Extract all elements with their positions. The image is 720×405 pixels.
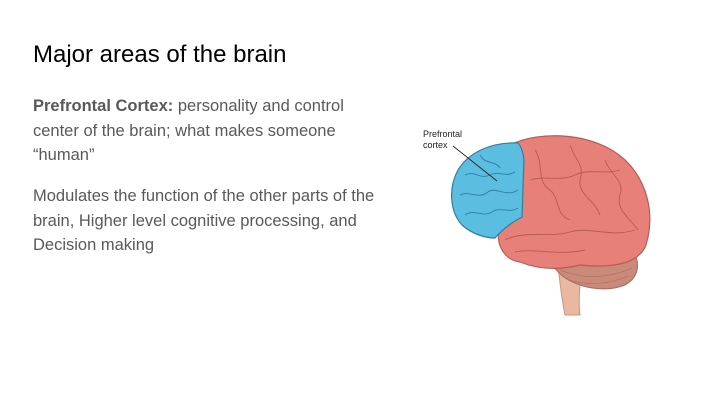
cortex-gyri: [504, 144, 639, 253]
function-description: Modulates the function of the other part…: [33, 187, 375, 254]
prefrontal-label: Prefrontal: [423, 129, 462, 139]
prefrontal-region: [451, 142, 525, 239]
term-definition: personality and control center of the br…: [33, 97, 344, 164]
slide-title: Major areas of the brain: [33, 41, 287, 68]
cortex-label: cortex: [423, 140, 448, 150]
term-label: Prefrontal Cortex:: [33, 97, 174, 115]
brain-illustration: Prefrontal cortex: [423, 129, 651, 316]
cerebellum-folia: [559, 267, 633, 284]
prefrontal-description: Prefrontal Cortex: personality and contr…: [33, 94, 393, 168]
label-pointer-line: [452, 145, 498, 182]
